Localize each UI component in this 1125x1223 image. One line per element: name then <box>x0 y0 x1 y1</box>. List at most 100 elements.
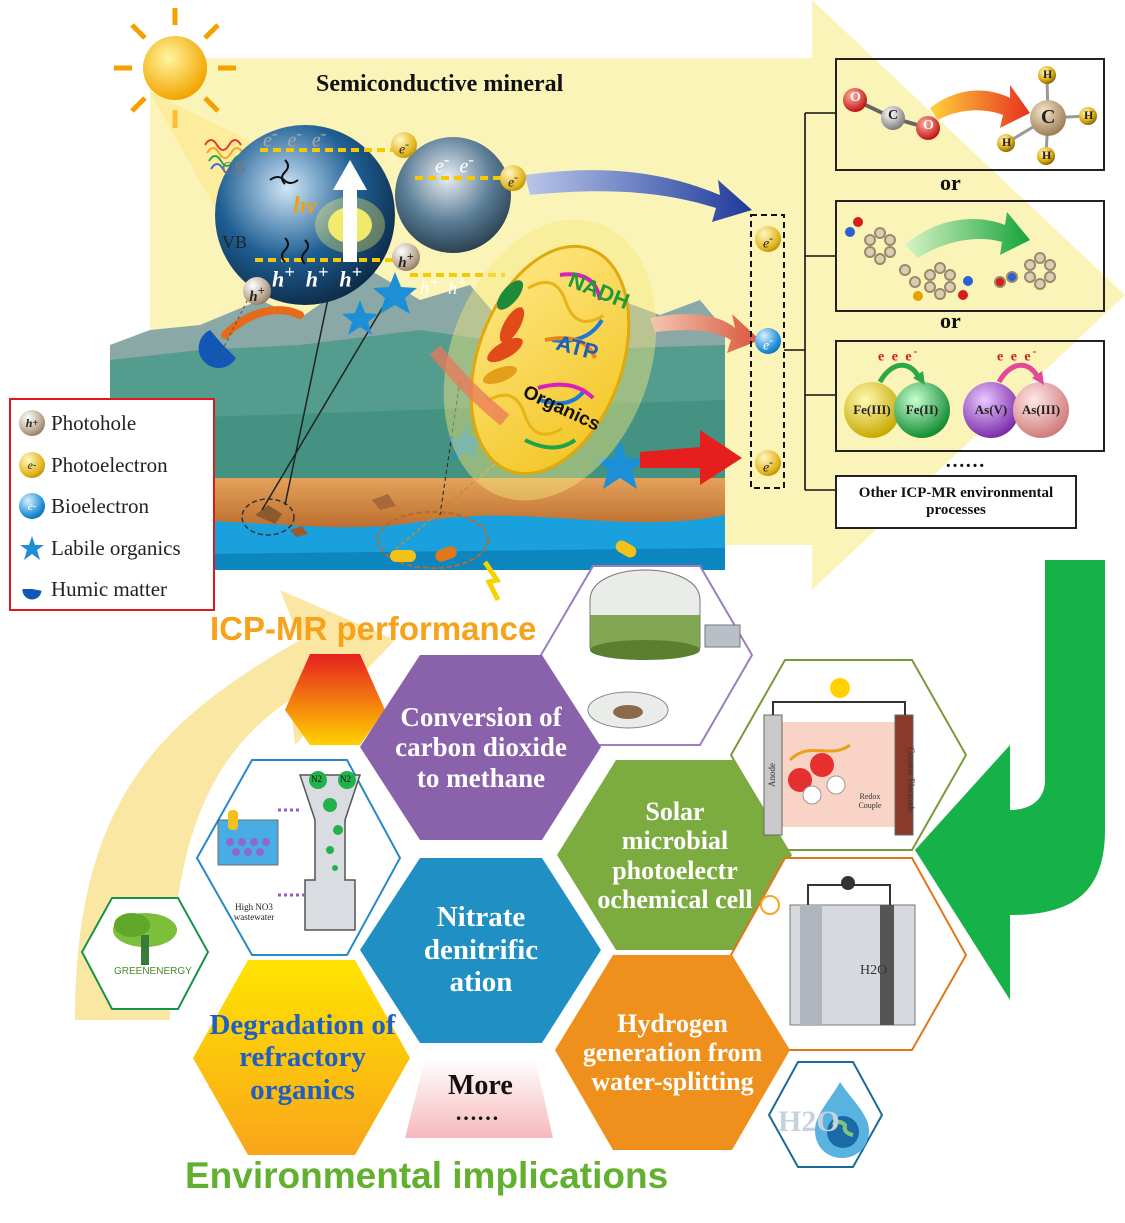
more-trapezoid <box>405 1058 553 1138</box>
photohole-ball-2: h+ <box>243 277 271 305</box>
co2-atom-c: C <box>888 108 899 123</box>
water-drop-globe-icon <box>815 1082 869 1158</box>
organic-molecule-small <box>994 252 1056 290</box>
n2-label-2: N2 <box>340 774 351 784</box>
more-label: More <box>448 1070 513 1101</box>
small-sphere-electrons-label: e- e- <box>435 150 474 178</box>
photohole-ball-1: h+ <box>392 243 420 271</box>
hex-hydrogen-label: Hydrogen generation from water-splitting <box>582 1008 763 1097</box>
fe2-label: Fe(II) <box>905 402 939 417</box>
hex-co2-methane <box>360 655 601 840</box>
as3-label: As(III) <box>1021 402 1061 417</box>
green-energy-tree-icon <box>113 913 177 965</box>
as5-ion <box>963 382 1019 438</box>
bioelectron-icon: e- <box>19 493 45 519</box>
feedback-green-arrow <box>915 560 1105 1000</box>
ch4-atom-h2: H <box>1084 108 1094 122</box>
hex-degradation-label: Degradation of refractory organics <box>209 1008 396 1106</box>
legend-label-labile-organics: Labile organics <box>51 535 181 560</box>
mitochondrion <box>443 219 657 501</box>
implications-title: Environmental implications <box>185 1155 669 1196</box>
photoelectron-ball-1: e- <box>391 132 417 158</box>
ch4-molecule <box>997 66 1097 165</box>
legend-item-photoelectron: e- Photoelectron <box>19 448 168 482</box>
photoelectron-ball-2: e- <box>500 165 526 191</box>
fe3-label: Fe(III) <box>853 402 891 417</box>
dsc-illustration <box>763 678 914 836</box>
vb-holes-label: h+ h+ h+ <box>272 262 363 292</box>
h2o-label: H2O <box>860 963 888 978</box>
column-bioelectron: e- <box>755 328 781 354</box>
humic-matter-icon <box>198 330 236 369</box>
legend-item-humic-matter: Humic matter <box>19 572 167 606</box>
ch4-atom-h1: H <box>1043 67 1053 81</box>
anode-label: Anode <box>767 763 777 787</box>
co2-molecule <box>843 88 940 140</box>
process-ellipsis: …… <box>945 450 985 472</box>
process-box-co2 <box>835 58 1105 171</box>
ch4-atom-c: C <box>1041 106 1056 128</box>
hex-solar-mpec-label: Solar microbial photoelectr ochemical ce… <box>597 797 753 914</box>
cb-label: CB <box>222 158 247 178</box>
sun-icon <box>114 8 236 128</box>
photohole-icon: h+ <box>19 410 45 436</box>
legend-item-bioelectron: e- Bioelectron <box>19 489 149 523</box>
ch4-atom-h4: H <box>1002 135 1012 149</box>
labile-organics-icon <box>19 535 45 561</box>
green-energy-label: GREENENERGY <box>114 966 192 977</box>
water-splitting-illustration <box>760 876 916 1026</box>
legend-item-photohole: h+ Photohole <box>19 406 136 440</box>
redox-electrons-as: e e e- <box>997 345 1039 365</box>
hv-label: hv <box>293 193 317 219</box>
vb-label: VB <box>222 232 248 252</box>
legend-label-photohole: Photohole <box>51 410 137 435</box>
as3-ion <box>1013 382 1069 438</box>
as5-label: As(V) <box>974 402 1008 417</box>
more-dots: …… <box>455 1100 499 1125</box>
n2-label-1: N2 <box>311 774 322 784</box>
performance-title: ICP-MR performance <box>210 610 537 647</box>
biogas-plant-illustration <box>587 569 741 729</box>
labile-organics-icon <box>342 272 646 489</box>
process-box-redox <box>835 340 1105 452</box>
legend-label-photoelectron: Photoelectron <box>51 452 168 477</box>
legend: h+ Photohole e- Photoelectron e- Bioelec… <box>9 398 215 611</box>
output-arrow-red <box>640 430 742 485</box>
fe2-ion <box>894 382 950 438</box>
legend-item-labile-organics: Labile organics <box>19 531 181 565</box>
legend-label-bioelectron: Bioelectron <box>51 493 149 518</box>
hex-co2-methane-label: Conversion of carbon dioxide to methane <box>395 702 567 793</box>
other-processes-label: Other ICP-MR environmental processes <box>858 485 1054 518</box>
photoelectron-icon: e- <box>19 452 45 478</box>
electron-column <box>750 214 785 489</box>
bioelectron-arrow <box>650 314 760 353</box>
hex-nitrate <box>360 858 601 1043</box>
or-label-1: or <box>940 170 961 195</box>
co2-atom-o1: O <box>850 90 861 105</box>
counter-electrode-label: Counter Electrode <box>905 747 916 813</box>
h2o-globe-label: H2O <box>778 1105 840 1138</box>
redox-electrons-fe: e e e- <box>878 345 920 365</box>
co2-atom-o2: O <box>923 118 934 133</box>
legend-label-humic-matter: Humic matter <box>51 576 168 601</box>
redox-couple-label: Redox Couple <box>858 792 882 810</box>
column-photoelectron-bottom: e- <box>755 450 781 476</box>
or-label-2: or <box>940 308 961 333</box>
hex-nitrate-label: Nitrate denitrific ation <box>423 901 539 999</box>
fe3-ion <box>844 382 900 438</box>
photoelectron-arrow <box>525 170 752 222</box>
co2-conversion-arrow <box>930 85 1030 128</box>
hex-solar-mpec <box>557 760 792 950</box>
hex-degradation <box>193 960 410 1155</box>
cb-electrons-label: e- e- e- <box>263 124 327 152</box>
small-sphere-holes-label: h+ h+ <box>420 275 468 298</box>
hex-hydrogen <box>555 955 790 1150</box>
process-box-degradation <box>835 200 1105 312</box>
excitation-arrow <box>333 160 367 262</box>
nitrate-reactor-illustration <box>217 771 362 931</box>
column-photoelectron-top: e- <box>755 226 781 252</box>
nitrate-wastewater-label: High NO3 wastewater <box>233 902 275 922</box>
humic-matter-icon <box>19 576 45 602</box>
